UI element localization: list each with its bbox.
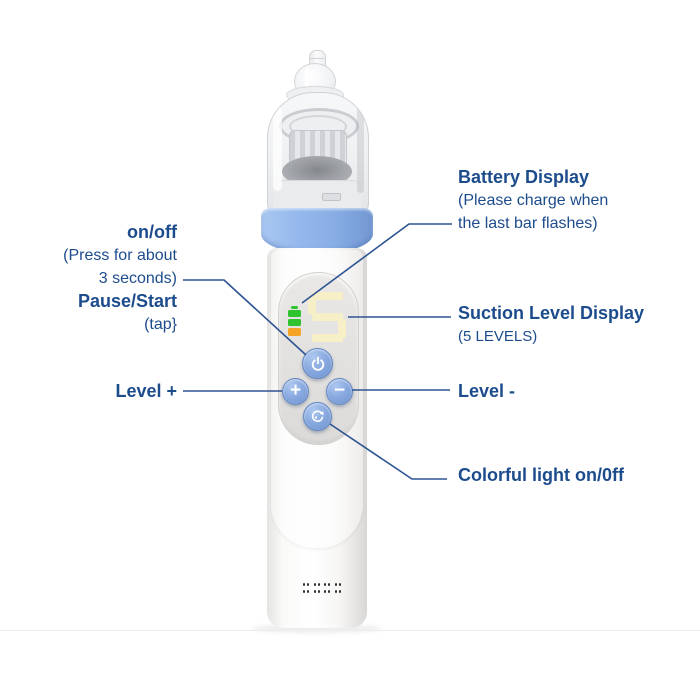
level-minus-button: − (326, 378, 353, 405)
onoff-sub-1: (Press for about (63, 247, 177, 264)
pause-start-sub: (tap} (144, 316, 177, 333)
label-block-suction: Suction Level Display (5 LEVELS) (458, 302, 644, 348)
floor-line (0, 630, 700, 631)
colorful-light-icon (311, 410, 324, 422)
suction-level-digit: 5 (308, 292, 346, 342)
pause-start-title: Pause/Start (77, 291, 177, 311)
colorful-light-button (303, 402, 332, 431)
level-plus-button: + (282, 378, 309, 405)
onoff-sub-2: 3 seconds) (98, 270, 177, 287)
cup-highlight (273, 107, 282, 191)
battery-title: Battery Display (458, 167, 590, 187)
suction-title: Suction Level Display (458, 303, 645, 323)
callout-line-colorful-light (329, 423, 447, 480)
device-floor-shadow (252, 624, 382, 633)
cup-shade (357, 107, 364, 193)
suction-sub: (5 LEVELS) (458, 328, 538, 345)
minus-icon: − (333, 379, 346, 401)
label-block-power: on/off (Press for about 3 seconds) Pause… (10, 221, 177, 336)
onoff-title: on/off (127, 222, 177, 242)
battery-sub-2: the last bar flashes) (458, 215, 598, 232)
nozzle-ring (309, 58, 324, 59)
battery-cap (291, 306, 298, 309)
callout-line-battery (301, 223, 452, 304)
callout-line-power (183, 279, 307, 356)
power-button (302, 348, 333, 379)
label-level-minus: Level - (458, 381, 516, 401)
label-colorful-light: Colorful light on/0ff (458, 465, 624, 485)
cup-bottom-rim (273, 180, 361, 213)
blue-collar-band (261, 208, 373, 254)
label-block-battery: Battery Display (Please charge when the … (458, 166, 608, 235)
battery-sub-1: (Please charge when (458, 192, 609, 209)
speaker-holes (303, 581, 343, 595)
battery-bar-2 (288, 319, 301, 326)
label-level-plus: Level + (115, 381, 177, 401)
nozzle-bulb-highlight (305, 68, 309, 90)
plus-icon: + (289, 379, 302, 401)
power-icon (311, 356, 324, 371)
cup-latch (322, 193, 341, 201)
transparent-collection-cup (267, 92, 369, 214)
seven-segment-five (308, 292, 346, 342)
battery-bar-1 (288, 310, 301, 317)
battery-bar-3 (288, 328, 301, 336)
